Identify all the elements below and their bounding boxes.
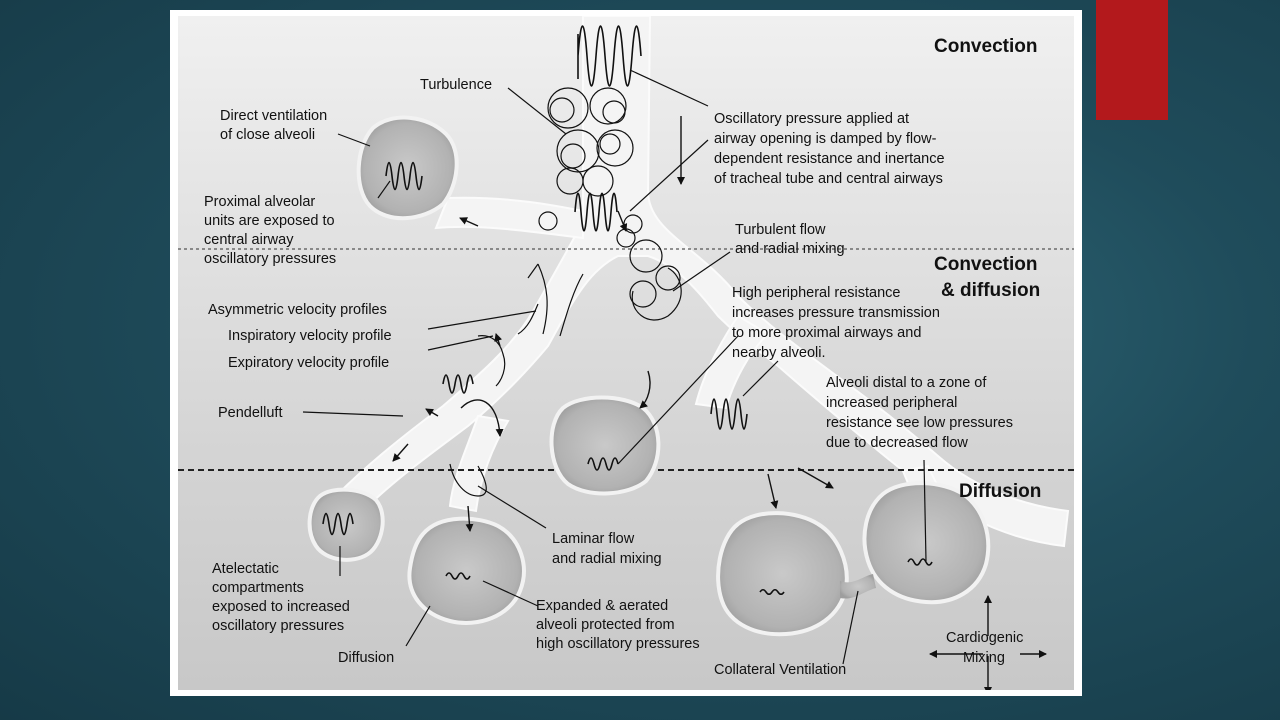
wave-trachea-lower — [574, 192, 618, 232]
label-distal-alveoli-2: increased peripheral — [826, 395, 957, 411]
label-inspiratory-velocity: Inspiratory velocity profile — [228, 328, 392, 344]
label-direct-ventilation-2: of close alveoli — [220, 127, 315, 143]
label-expiratory-velocity: Expiratory velocity profile — [228, 355, 389, 371]
label-pendelluft: Pendelluft — [218, 405, 283, 421]
label-oscillatory-3: dependent resistance and inertance — [714, 151, 945, 167]
label-cardiogenic-1: Cardiogenic — [946, 630, 1023, 646]
label-high-resistance-1: High peripheral resistance — [732, 285, 900, 301]
label-turbulent-flow-1: Turbulent flow — [735, 222, 826, 238]
alveoli — [307, 115, 991, 637]
label-distal-alveoli-1: Alveoli distal to a zone of — [826, 375, 987, 391]
wave-expanded — [445, 572, 471, 580]
wave-right-bronchus — [710, 398, 748, 430]
label-high-resistance-3: to more proximal airways and — [732, 325, 921, 341]
alveolus-lower-right-1 — [716, 511, 849, 637]
zone-convection: Convection — [934, 36, 1037, 57]
label-laminar-flow-2: and radial mixing — [552, 551, 662, 567]
diagram-frame: Convection Convection & diffusion Diffus… — [170, 10, 1082, 696]
label-high-resistance-2: increases pressure transmission — [732, 305, 940, 321]
label-atelectatic-2: compartments — [212, 580, 304, 596]
alveolus-middle — [549, 395, 661, 496]
wave-atelectatic — [322, 512, 354, 536]
flow-arrows — [392, 116, 834, 532]
leader-lines — [302, 69, 927, 665]
wave-left-bronchus — [442, 374, 474, 394]
wave-lower-right-1 — [759, 588, 785, 596]
wave-trachea-top — [577, 25, 642, 87]
label-expanded-alveoli-2: alveoli protected from — [536, 617, 675, 633]
label-expanded-alveoli-1: Expanded & aerated — [536, 598, 668, 614]
label-oscillatory-2: airway opening is damped by flow- — [714, 131, 937, 147]
wave-proximal-alveolus — [385, 161, 423, 191]
label-atelectatic-1: Atelectatic — [212, 561, 279, 577]
label-cardiogenic-2: Mixing — [963, 650, 1005, 666]
label-proximal-2: units are exposed to — [204, 213, 335, 229]
velocity-profiles — [449, 263, 584, 497]
label-turbulence: Turbulence — [420, 77, 492, 93]
label-laminar-flow-1: Laminar flow — [552, 531, 635, 547]
label-turbulent-flow-2: and radial mixing — [735, 241, 845, 257]
label-distal-alveoli-4: due to decreased flow — [826, 435, 968, 451]
collateral-channel — [840, 574, 876, 599]
wave-middle-alveolus — [587, 457, 619, 471]
oscillation-waves — [322, 25, 933, 596]
label-asymmetric-velocity: Asymmetric velocity profiles — [208, 302, 387, 318]
alveolus-lower-right-2 — [862, 481, 991, 605]
label-proximal-4: oscillatory pressures — [204, 251, 336, 267]
label-proximal-1: Proximal alveolar — [204, 194, 315, 210]
zone-convection-diffusion-line2: & diffusion — [941, 280, 1040, 301]
label-proximal-3: central airway — [204, 232, 294, 248]
label-diffusion: Diffusion — [338, 650, 394, 666]
label-distal-alveoli-3: resistance see low pressures — [826, 415, 1013, 431]
label-atelectatic-3: exposed to increased — [212, 599, 350, 615]
alveolus-upper-left — [356, 115, 459, 221]
alveolus-expanded — [407, 516, 526, 625]
wave-lower-right-2 — [907, 558, 933, 566]
label-oscillatory-4: of tracheal tube and central airways — [714, 171, 943, 187]
label-oscillatory-1: Oscillatory pressure applied at — [714, 111, 909, 127]
hfov-mechanisms-diagram: Convection Convection & diffusion Diffus… — [178, 16, 1074, 690]
label-atelectatic-4: oscillatory pressures — [212, 618, 344, 634]
label-expanded-alveoli-3: high oscillatory pressures — [536, 636, 700, 652]
zone-convection-diffusion-line1: Convection — [934, 254, 1037, 275]
label-collateral-ventilation: Collateral Ventilation — [714, 662, 846, 678]
label-direct-ventilation-1: Direct ventilation — [220, 108, 327, 124]
label-high-resistance-4: nearby alveoli. — [732, 345, 826, 361]
zone-diffusion: Diffusion — [959, 481, 1041, 502]
accent-bar — [1096, 0, 1168, 120]
cardiogenic-arrows — [929, 595, 1047, 690]
